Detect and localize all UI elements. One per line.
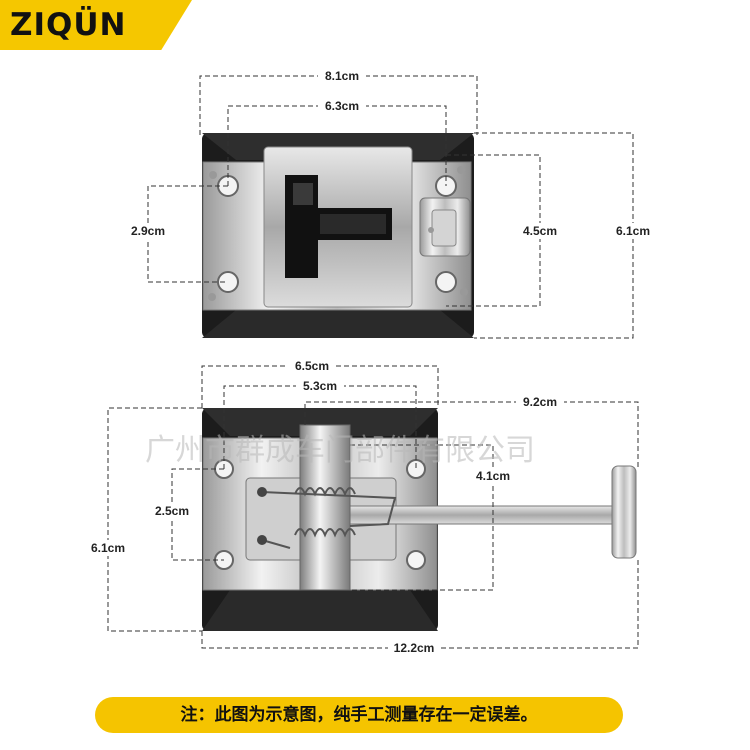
bottom-height-label: 6.1cm: [91, 541, 125, 555]
center-hinge-tube: [299, 424, 351, 591]
bottom-dimension-lines: [107, 365, 639, 649]
arm-length-label: 9.2cm: [523, 395, 557, 409]
hook-t-head: [611, 465, 637, 559]
top-mounting-holes: [208, 166, 468, 301]
top-width-holes-label: 6.3cm: [325, 99, 359, 113]
footer-note: 注：此图为示意图，纯手工测量存在一定误差。: [95, 697, 623, 733]
bottom-width-holes-label: 5.3cm: [303, 379, 337, 393]
top-hole-spacing-right-label: 4.5cm: [523, 224, 557, 238]
top-latch-view: 8.1cm 6.3cm 2.9cm 4.5cm 6.1cm: [124, 68, 657, 339]
bottom-hook-view: 6.5cm 5.3cm 9.2cm 4.1cm 2.5cm 6.1cm 12.2…: [84, 358, 639, 656]
springs: [261, 487, 397, 549]
bottom-width-outer-label: 6.5cm: [295, 359, 329, 373]
total-length-label: 12.2cm: [394, 641, 435, 655]
company-watermark: 广州市群成车门部件有限公司: [145, 433, 535, 468]
brand-logo: ZIQÜN: [0, 0, 192, 50]
top-hole-spacing-left-label: 2.9cm: [131, 224, 165, 238]
bottom-hole-spacing-label: 2.5cm: [155, 504, 189, 518]
arm-height-label: 4.1cm: [476, 469, 510, 483]
top-height-label: 6.1cm: [616, 224, 650, 238]
top-width-outer-label: 8.1cm: [325, 69, 359, 83]
brand-logo-text: ZIQÜN: [10, 7, 127, 43]
